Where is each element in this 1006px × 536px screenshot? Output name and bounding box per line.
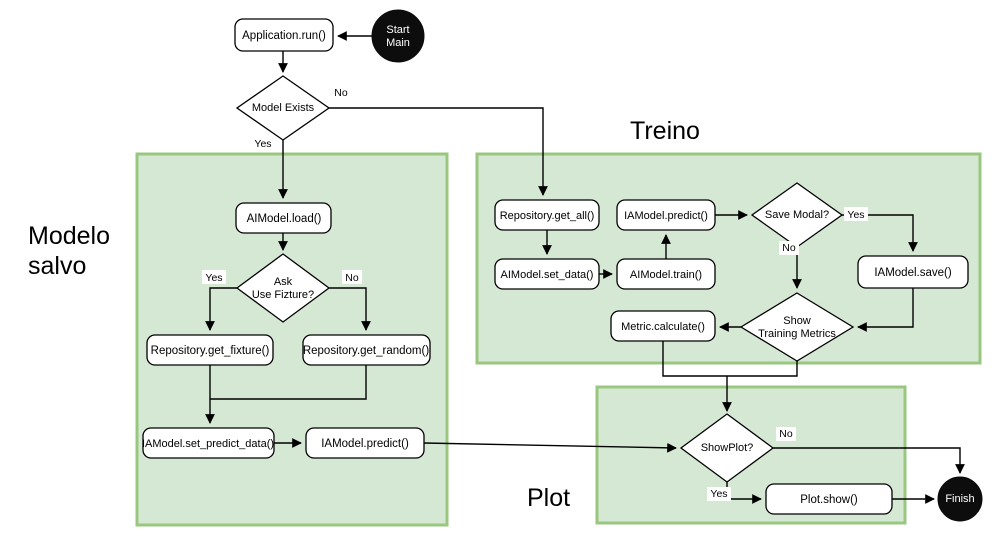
edge-label-showplot-yes-text: Yes bbox=[710, 488, 727, 500]
decision-nodes: Model Exists Ask Use Fizture? Save Modal… bbox=[235, 75, 855, 483]
node-iamodel-set-predict-data-shape[interactable] bbox=[142, 427, 275, 459]
edge-ask-fixture-no bbox=[329, 287, 371, 331]
node-ask-use-fixture[interactable]: Ask Use Fizture? bbox=[235, 253, 331, 323]
node-plot-show[interactable]: Plot.show() bbox=[765, 483, 893, 515]
node-plot-show-label: Plot.show() bbox=[800, 494, 858, 506]
edge-model-exists-no bbox=[329, 107, 548, 196]
node-repository-get-random-label: Repository.get_random() bbox=[303, 345, 430, 357]
edge-ask-fixture-yes bbox=[205, 287, 237, 331]
node-repository-get-fixture-shape[interactable] bbox=[146, 334, 274, 366]
edge-label-fixture-no-text: No bbox=[345, 272, 359, 284]
node-start-main-label-line1: Start bbox=[386, 24, 409, 36]
node-metric-calculate[interactable]: Metric.calculate() bbox=[610, 310, 716, 342]
node-finish[interactable]: Finish bbox=[937, 476, 983, 522]
group-label-modelo-salvo-line2: salvo bbox=[28, 252, 86, 280]
node-show-plot[interactable]: ShowPlot? bbox=[679, 413, 775, 483]
edge-get-random-join bbox=[210, 365, 367, 400]
node-iamodel-set-predict-data[interactable]: IAModel.set_predict_data() bbox=[142, 427, 275, 459]
node-repository-get-random[interactable]: Repository.get_random() bbox=[302, 334, 431, 366]
edge-predict-left-to-showplot bbox=[423, 442, 677, 453]
edge-label-showplot-yes: Yes bbox=[707, 487, 731, 501]
edge-label-fixture-no: No bbox=[342, 270, 362, 284]
edge-label-showplot-no-text: No bbox=[779, 428, 793, 440]
edge-label-save-modal-no-text: No bbox=[782, 242, 796, 254]
group-label-treino: Treino bbox=[630, 117, 700, 145]
node-aimodel-train-shape[interactable] bbox=[616, 258, 716, 290]
group-label-modelo-salvo-line1: Modelo bbox=[28, 222, 110, 250]
node-show-plot-label: ShowPlot? bbox=[701, 442, 754, 454]
node-ask-use-fixture-label-line2: Use Fizture? bbox=[252, 289, 314, 301]
terminal-nodes: Start Main Finish bbox=[371, 9, 983, 522]
edge-label-showplot-no: No bbox=[776, 427, 796, 441]
node-finish-shape[interactable] bbox=[937, 476, 983, 522]
node-show-training-metrics-label-line1: Show bbox=[783, 315, 811, 327]
node-model-exists-shape[interactable] bbox=[235, 75, 331, 141]
node-repository-get-all-label: Repository.get_all() bbox=[500, 210, 595, 222]
node-iamodel-predict-left-shape[interactable] bbox=[305, 427, 425, 459]
edge-showplot-no bbox=[773, 447, 965, 474]
node-iamodel-predict-train-shape[interactable] bbox=[616, 199, 716, 231]
node-model-exists-label: Model Exists bbox=[252, 102, 315, 114]
edge-label-save-modal-no: No bbox=[779, 241, 799, 255]
edge-label-model-exists-yes: Yes bbox=[251, 136, 275, 150]
node-aimodel-load-label: AIModel.load() bbox=[247, 213, 322, 225]
node-iamodel-save-label: IAModel.save() bbox=[874, 267, 952, 279]
node-repository-get-fixture-label: Repository.get_fixture() bbox=[151, 345, 270, 357]
node-ask-use-fixture-shape[interactable] bbox=[235, 253, 331, 323]
node-application-run-label: Application.run() bbox=[242, 30, 326, 42]
node-application-run-shape[interactable] bbox=[234, 18, 334, 52]
group-titles: Modelo salvo Treino Plot bbox=[28, 117, 700, 512]
edge-label-model-exists-yes-text: Yes bbox=[254, 138, 271, 150]
node-metric-calculate-label: Metric.calculate() bbox=[621, 321, 705, 333]
node-iamodel-save-shape[interactable] bbox=[857, 255, 969, 289]
node-model-exists[interactable]: Model Exists bbox=[235, 75, 331, 141]
node-repository-get-all[interactable]: Repository.get_all() bbox=[494, 199, 600, 231]
node-aimodel-set-data[interactable]: AIModel.set_data() bbox=[494, 258, 600, 290]
edge-labels: No Yes Yes No Yes No bbox=[202, 85, 868, 501]
node-plot-show-shape[interactable] bbox=[765, 483, 893, 515]
node-aimodel-train[interactable]: AIModel.train() bbox=[616, 258, 716, 290]
edge-label-save-modal-yes: Yes bbox=[844, 207, 868, 221]
node-aimodel-load[interactable]: AIModel.load() bbox=[235, 202, 332, 234]
edge-label-model-exists-no-text: No bbox=[334, 87, 348, 99]
node-save-modal-label: Save Modal? bbox=[765, 209, 829, 221]
node-repository-get-random-shape[interactable] bbox=[302, 334, 431, 366]
edge-save-to-show-metrics bbox=[857, 288, 914, 332]
node-finish-label: Finish bbox=[945, 493, 974, 505]
node-save-modal[interactable]: Save Modal? bbox=[750, 182, 844, 248]
node-show-training-metrics-shape[interactable] bbox=[739, 292, 855, 362]
node-repository-get-fixture[interactable]: Repository.get_fixture() bbox=[146, 334, 274, 366]
node-repository-get-all-shape[interactable] bbox=[494, 199, 600, 231]
edge-label-fixture-yes: Yes bbox=[202, 270, 226, 284]
node-iamodel-predict-left-label: IAModel.predict() bbox=[321, 438, 409, 450]
edge-label-fixture-yes-text: Yes bbox=[205, 272, 222, 284]
node-show-training-metrics-label-line2: Training Metrics bbox=[758, 328, 836, 340]
node-show-training-metrics[interactable]: Show Training Metrics bbox=[739, 292, 855, 362]
node-aimodel-load-shape[interactable] bbox=[235, 202, 332, 234]
node-iamodel-predict-left[interactable]: IAModel.predict() bbox=[305, 427, 425, 459]
node-start-main[interactable]: Start Main bbox=[371, 9, 425, 63]
node-show-plot-shape[interactable] bbox=[679, 413, 775, 483]
node-aimodel-set-data-shape[interactable] bbox=[494, 258, 600, 290]
edge-metric-calculate-join bbox=[662, 341, 798, 377]
edge-label-save-modal-yes-text: Yes bbox=[847, 209, 864, 221]
node-metric-calculate-shape[interactable] bbox=[610, 310, 716, 342]
group-label-plot: Plot bbox=[527, 484, 570, 512]
node-aimodel-set-data-label: AIModel.set_data() bbox=[501, 269, 594, 281]
node-aimodel-train-label: AIModel.train() bbox=[630, 269, 702, 281]
node-iamodel-set-predict-data-label: IAModel.set_predict_data() bbox=[142, 438, 274, 450]
process-nodes: Application.run() AIModel.load() Reposit… bbox=[142, 18, 969, 515]
connectors bbox=[205, 31, 965, 504]
node-iamodel-predict-train[interactable]: IAModel.predict() bbox=[616, 199, 716, 231]
node-ask-use-fixture-label-line1: Ask bbox=[274, 276, 293, 288]
node-iamodel-predict-train-label: IAModel.predict() bbox=[624, 210, 708, 222]
edge-label-model-exists-no: No bbox=[331, 85, 351, 99]
node-start-main-shape[interactable] bbox=[371, 9, 425, 63]
node-start-main-label-line2: Main bbox=[386, 37, 410, 49]
node-iamodel-save[interactable]: IAModel.save() bbox=[857, 255, 969, 289]
node-application-run[interactable]: Application.run() bbox=[234, 18, 334, 52]
